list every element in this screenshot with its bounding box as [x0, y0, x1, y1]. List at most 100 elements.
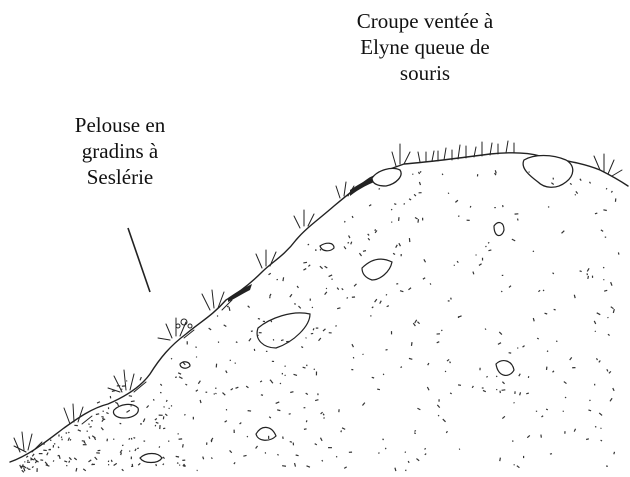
scree-dot	[155, 425, 157, 427]
scree-dot	[214, 393, 215, 394]
scree-dot	[382, 438, 384, 440]
scree-dot	[509, 285, 512, 288]
scree-dot	[372, 377, 375, 379]
scree-dot	[341, 288, 343, 290]
scree-dot	[595, 331, 597, 332]
scree-dot	[225, 370, 227, 373]
scree-dot	[146, 405, 149, 408]
scree-dot	[179, 464, 181, 465]
label-leader-line	[128, 228, 150, 292]
scree-dot	[159, 415, 163, 416]
scree-dot	[166, 400, 168, 402]
scree-dot	[449, 361, 451, 363]
scree-dot	[533, 318, 535, 322]
scree-dot	[517, 347, 519, 348]
scree-dot	[235, 387, 238, 389]
slope-profile-line	[10, 153, 628, 462]
scree-dot	[517, 218, 519, 220]
scree-dot	[247, 436, 249, 438]
scree-dot	[540, 435, 542, 438]
scree-dot	[70, 439, 72, 441]
scree-dot	[178, 372, 181, 374]
scree-dot	[344, 466, 347, 469]
scree-dot	[496, 389, 498, 391]
scree-dot	[393, 253, 396, 255]
scree-dot	[277, 409, 280, 411]
scree-dot	[163, 406, 165, 408]
scree-dot	[140, 423, 142, 424]
scree-dot	[612, 388, 614, 391]
scree-dot	[163, 416, 165, 419]
scree-dot	[541, 415, 543, 417]
scree-dot	[97, 401, 100, 403]
scree-dot	[386, 294, 388, 296]
scree-dot	[362, 354, 363, 355]
scree-dot	[97, 450, 100, 451]
scree-dot	[211, 457, 213, 459]
scree-dot	[265, 452, 266, 453]
terrace-step-1	[228, 284, 252, 302]
scree-dot	[270, 320, 272, 323]
scree-dot	[206, 442, 207, 444]
scree-dot	[611, 191, 613, 193]
scree-dot	[39, 453, 43, 454]
scree-dot	[64, 460, 67, 462]
scree-dot	[344, 221, 346, 223]
scree-dot	[273, 339, 274, 340]
scree-dot	[613, 309, 615, 313]
scree-dot	[290, 441, 293, 443]
ridge-rock-1	[372, 168, 401, 186]
scree-dot	[574, 295, 576, 299]
scree-dot	[156, 422, 159, 424]
scree-dot	[306, 365, 308, 367]
scree-dot	[408, 461, 410, 463]
scree-dot	[68, 437, 70, 441]
slope-rock-1	[113, 404, 138, 418]
scree-dot	[391, 221, 393, 223]
scree-dot	[117, 403, 120, 407]
scree-dot	[502, 416, 505, 419]
scree-dot	[448, 300, 450, 301]
scree-dot	[323, 413, 325, 415]
stones-group	[140, 223, 514, 463]
scree-dot	[336, 456, 338, 458]
scree-dot	[563, 411, 564, 412]
scree-dot	[185, 384, 187, 386]
scree-dot	[533, 250, 535, 252]
scree-dot	[269, 294, 271, 297]
scree-dot	[414, 319, 417, 323]
scree-dot	[459, 448, 461, 450]
scree-dot	[306, 465, 310, 467]
scree-dot	[21, 470, 24, 473]
scree-dot	[293, 443, 294, 446]
scree-dot	[198, 380, 201, 384]
scree-dot	[286, 341, 290, 342]
scree-dot	[472, 271, 474, 274]
scree-dot	[284, 375, 286, 377]
scree-dot	[547, 350, 549, 352]
scree-dot	[268, 436, 269, 439]
scree-dot	[68, 432, 70, 434]
scree-dot	[26, 467, 28, 469]
scree-dot	[233, 462, 235, 464]
scree-dot	[159, 446, 161, 448]
scree-dot	[592, 276, 593, 278]
scree-dot	[312, 307, 314, 309]
scree-dot	[550, 453, 552, 455]
scree-dot	[216, 364, 218, 368]
scree-dot	[305, 393, 308, 395]
scree-dot	[436, 341, 439, 343]
scree-dot	[528, 376, 530, 378]
scree-dot	[275, 401, 279, 404]
scree-dot	[338, 409, 339, 412]
scree-dot	[303, 268, 306, 271]
scree-dot	[294, 303, 296, 305]
scree-dot	[417, 408, 420, 411]
scree-dot	[523, 456, 524, 458]
scree-dot	[467, 220, 470, 221]
scree-dot	[369, 204, 372, 206]
scree-dot	[458, 315, 462, 318]
scree-dot	[546, 409, 548, 411]
scree-dot	[202, 456, 204, 459]
